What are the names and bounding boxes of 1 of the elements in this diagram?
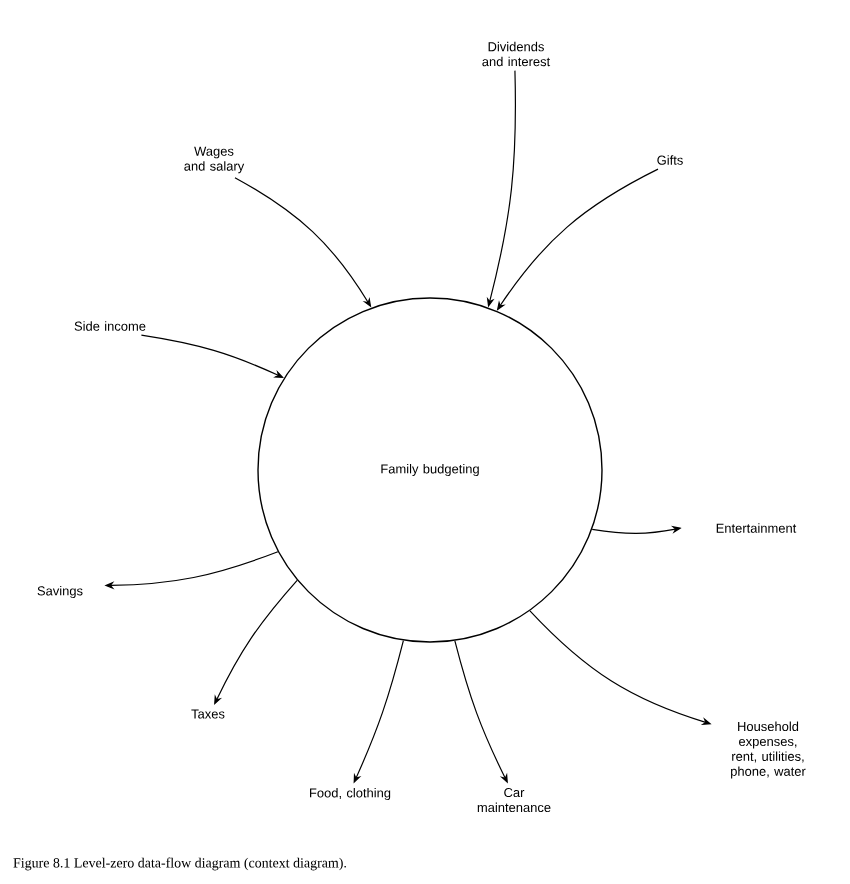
flow-arrow <box>140 334 284 378</box>
